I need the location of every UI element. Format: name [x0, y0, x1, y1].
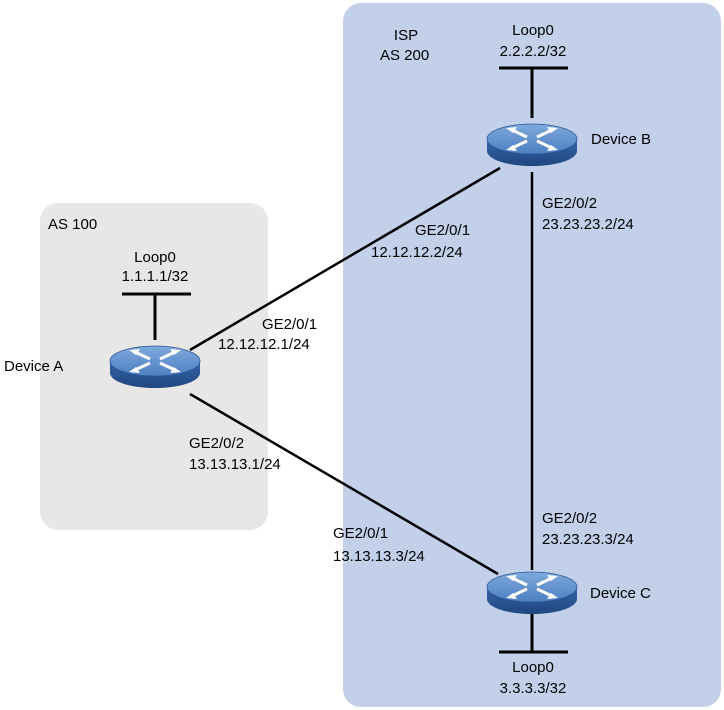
- link-ac-a-interface: GE2/0/2: [189, 435, 245, 452]
- device-b-router-icon: [485, 122, 579, 168]
- device-b-loopback-name: Loop0: [512, 22, 554, 39]
- device-a-name: Device A: [4, 358, 64, 375]
- isp-as-label: AS 200: [380, 47, 430, 64]
- link-bc-b-interface: GE2/0/2: [542, 195, 598, 212]
- link-a-c: [189, 392, 499, 576]
- link-bc-c-ip: 23.23.23.3/24: [542, 531, 634, 548]
- device-c-name: Device C: [590, 585, 651, 602]
- as100-label: AS 100: [48, 216, 98, 233]
- link-ac-c-ip: 13.13.13.3/24: [333, 548, 425, 565]
- link-ab-b-ip: 12.12.12.2/24: [371, 244, 463, 261]
- device-c-loopback-ip: 3.3.3.3/32: [499, 680, 567, 697]
- device-a-router-icon: [108, 344, 202, 390]
- device-c-router-icon: [485, 570, 579, 616]
- device-b-name: Device B: [591, 131, 652, 148]
- device-b-loopback-ip: 2.2.2.2/32: [499, 43, 567, 60]
- link-ac-c-interface: GE2/0/1: [333, 525, 389, 542]
- device-c-loopback-name: Loop0: [512, 659, 554, 676]
- isp-label: ISP: [393, 27, 419, 44]
- link-ab-a-interface: GE2/0/1: [262, 316, 318, 333]
- link-bc-c-interface: GE2/0/2: [542, 510, 598, 527]
- link-bc-b-ip: 23.23.23.2/24: [542, 216, 634, 233]
- device-a-loopback-ip: 1.1.1.1/32: [121, 268, 189, 285]
- link-a-b: [189, 166, 501, 352]
- device-a-loopback-name: Loop0: [134, 249, 176, 266]
- link-ab-b-interface: GE2/0/1: [415, 222, 471, 239]
- link-ab-a-ip: 12.12.12.1/24: [218, 336, 310, 353]
- link-ac-a-ip: 13.13.13.1/24: [189, 456, 281, 473]
